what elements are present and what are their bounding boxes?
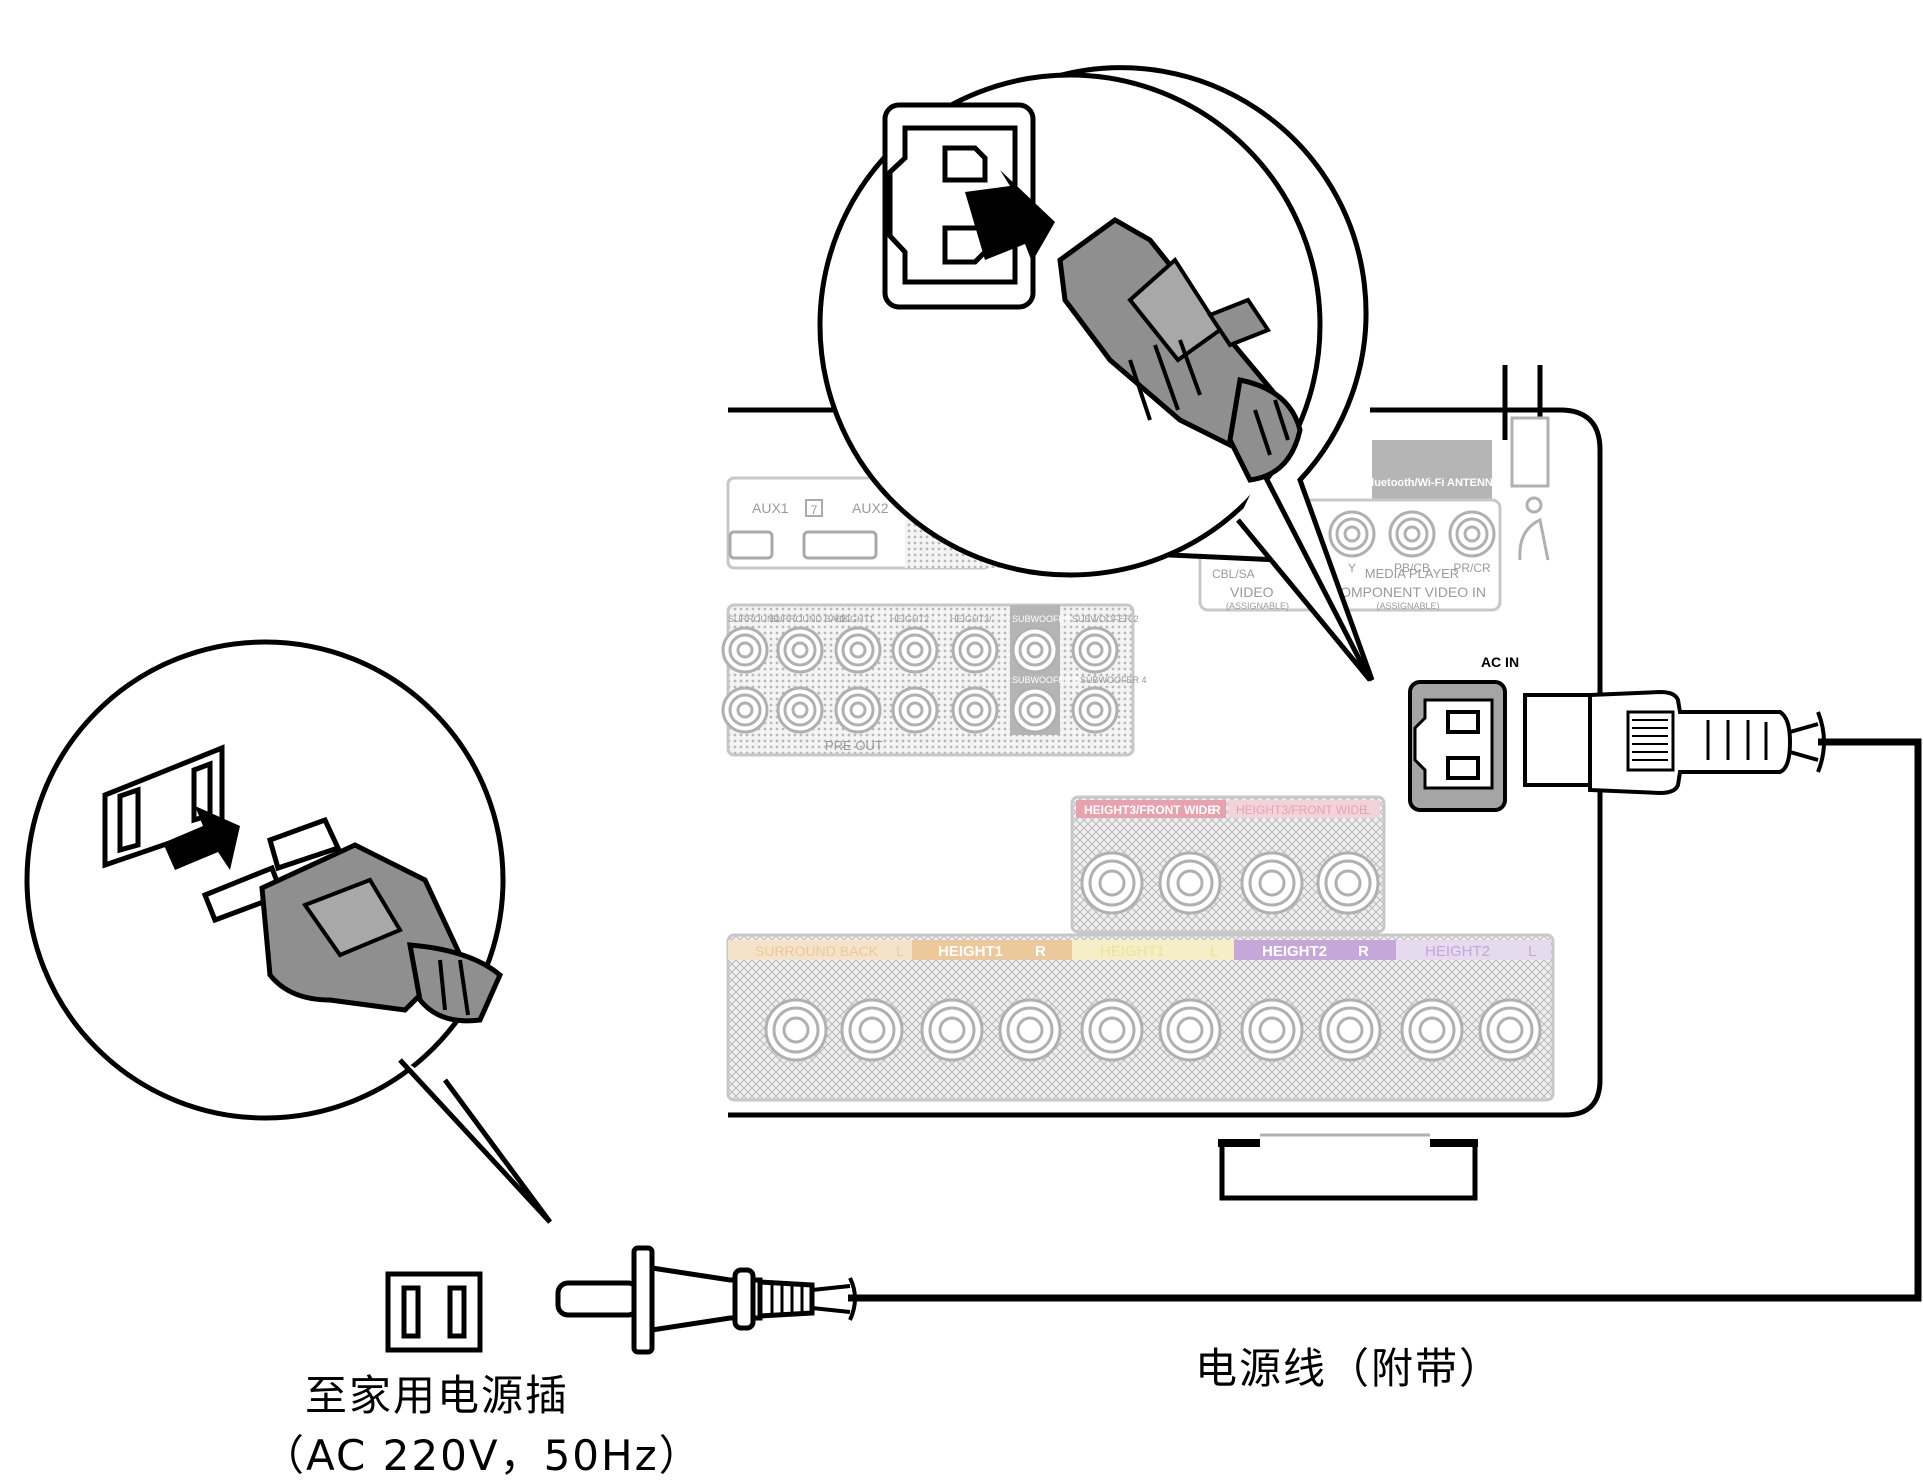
mains-plug-icon [555, 1245, 857, 1355]
outlet-caption: 至家用电源插 [305, 1371, 570, 1420]
preout-label-height1: HEIGHT1 [835, 614, 874, 624]
preout-label-subwoofer2: SUBWOOFER 2 [1072, 614, 1139, 624]
wall-outlet-icon [385, 1271, 483, 1353]
iec-plug-icon [1523, 689, 1826, 796]
video-cbl-label: CBL/SA [1212, 567, 1255, 581]
plug-icon [1057, 217, 1303, 483]
height2-r-label: HEIGHT2 [1262, 943, 1327, 960]
height3-r-mark: R [1212, 803, 1221, 817]
component-video-in-label: COMPONENT VIDEO IN [1330, 584, 1486, 600]
video-label: VIDEO [1230, 584, 1274, 600]
preout-label-height3: HEIGHT3/ [950, 614, 992, 624]
outlet-spec-caption: （AC 220V，50Hz） [262, 1431, 703, 1480]
preout-label-subwoofer4: SUBWOOFER 4 [1080, 675, 1147, 685]
component-assignable-label: (ASSIGNABLE) [1376, 601, 1439, 611]
power-cord-caption: 电源线（附带） [1195, 1344, 1504, 1393]
height3-r-label: HEIGHT3/FRONT WIDE [1084, 803, 1215, 817]
comp-pr-label: PR/CR [1453, 561, 1491, 575]
media-player-label: MEDIA PLAYER [1365, 566, 1459, 581]
antenna-label: Bluetooth/Wi-Fi ANTENNA [1363, 477, 1501, 489]
antenna-icon [1518, 496, 1550, 561]
video-assignable-label: (ASSIGNABLE) [1226, 601, 1289, 611]
preout-label-height2: HEIGHT2 [890, 614, 929, 624]
arrow-icon [965, 170, 1055, 262]
preout-label-surround: SURROUND [728, 614, 781, 624]
height1-l-mark: L [1210, 943, 1218, 960]
socket-icon [942, 145, 988, 265]
height1-l-label: HEIGHT1 [1100, 943, 1165, 960]
preout-label-surround-back: SURROUND BACK [770, 614, 849, 624]
ac-inlet [1408, 680, 1507, 812]
power-cord [848, 738, 1922, 1302]
preout-label-subwoofer: SUBWOOFER [1012, 614, 1072, 624]
height2-l-mark: L [1528, 943, 1536, 960]
zoom-bubble-wall-outlet [24, 639, 553, 1224]
comp-pb-label: PB/CB [1394, 561, 1430, 575]
comp-y-label: Y [1348, 561, 1356, 575]
height2-r-mark: R [1358, 943, 1369, 960]
surround-back-label: SURROUND BACK [755, 943, 879, 959]
aux2-label: AUX2 [852, 500, 889, 516]
height1-r-label: HEIGHT1 [938, 943, 1003, 960]
aux-number: 7 [811, 503, 818, 517]
pre-out-label: PRE OUT [825, 738, 883, 753]
ac-in-label: AC IN [1481, 654, 1519, 670]
preout-label-subwoofer3: SUBWOOFER 3 [1012, 675, 1079, 685]
zoom-bubble-ac-inlet [817, 65, 1375, 682]
plug-icon [201, 816, 504, 1024]
receiver-rear-panel: Bluetooth/Wi-Fi ANTENNA AUX1 7 AUX2 Y PB… [721, 365, 1603, 1201]
height3-l-mark: L [1364, 803, 1371, 817]
height2-l-label: HEIGHT2 [1425, 943, 1490, 960]
aux1-label: AUX1 [752, 500, 789, 516]
height3-l-label: HEIGHT3/FRONT WIDE [1236, 803, 1367, 817]
height1-r-mark: R [1035, 943, 1046, 960]
surround-back-l-mark: L [896, 943, 904, 959]
